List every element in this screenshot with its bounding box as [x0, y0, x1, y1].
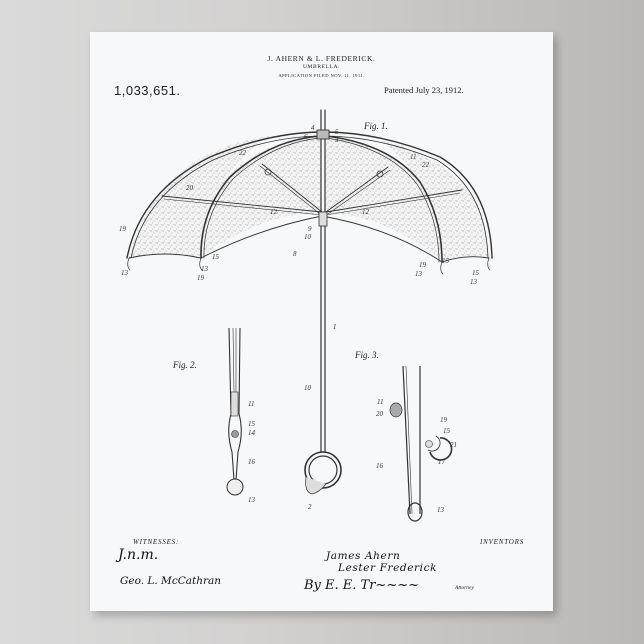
- fig2-label: Fig. 2.: [173, 360, 197, 370]
- witnesses-label: WITNESSES:: [133, 538, 179, 546]
- ref-numeral: 11: [377, 398, 383, 406]
- ref-numeral: 10: [304, 233, 311, 241]
- inventor-signature-1: James Ahern: [326, 550, 400, 562]
- ref-numeral: 21: [450, 441, 457, 449]
- patent-poster: J. AHERN & L. FREDERICK. UMBRELLA. APPLI…: [90, 32, 553, 611]
- fig1-label: Fig. 1.: [364, 121, 388, 131]
- inventors-label: INVENTORS: [480, 538, 524, 546]
- fig3-rib-connector-detail: [390, 366, 452, 521]
- ref-numeral: 13: [437, 506, 444, 514]
- ref-numeral: 14: [248, 429, 255, 437]
- fig3-label: Fig. 3.: [355, 350, 379, 360]
- ref-numeral: 15: [443, 427, 450, 435]
- ref-numeral: 13: [121, 269, 128, 277]
- witness-signature-1: J.n.m.: [118, 547, 158, 563]
- fig2-rib-tip-detail: [227, 328, 243, 495]
- ref-numeral: 22: [239, 149, 246, 157]
- ref-numeral: 11: [410, 153, 416, 161]
- ref-numeral: 19: [119, 225, 126, 233]
- ref-numeral: 12: [270, 208, 277, 216]
- ref-numeral: 15: [248, 420, 255, 428]
- attorney-label: Attorney: [455, 585, 474, 591]
- ref-numeral: 13: [415, 270, 422, 278]
- witness-signature-2: Geo. L. McCathran: [120, 575, 221, 587]
- attorney-signature: By E. E. Tr~~~~: [304, 578, 419, 593]
- ref-numeral: 10: [304, 384, 311, 392]
- umbrella-patent-drawing: [90, 32, 553, 611]
- ref-numeral: 19: [440, 416, 447, 424]
- ref-numeral: 20: [186, 184, 193, 192]
- ref-numeral: 16: [248, 458, 255, 466]
- ref-numeral: 4: [311, 124, 315, 132]
- ref-numeral: 15: [472, 269, 479, 277]
- ref-numeral: 8: [293, 250, 297, 258]
- ref-numeral: 13: [248, 496, 255, 504]
- ref-numeral: 1: [333, 323, 337, 331]
- ref-numeral: 6: [304, 133, 308, 141]
- ref-numeral: 19: [197, 274, 204, 282]
- ref-numeral: 5: [335, 128, 339, 136]
- ref-numeral: 11: [248, 400, 254, 408]
- ref-numeral: 3: [335, 136, 339, 144]
- ref-numeral: 2: [308, 503, 312, 511]
- ref-numeral: 13: [201, 265, 208, 273]
- inventor-signature-2: Lester Frederick: [338, 562, 437, 574]
- ref-numeral: 22: [422, 161, 429, 169]
- ref-numeral: 19: [419, 261, 426, 269]
- ref-numeral: 12: [362, 208, 369, 216]
- ref-numeral: 20: [376, 410, 383, 418]
- ref-numeral: 16: [376, 462, 383, 470]
- ref-numeral: 15: [212, 253, 219, 261]
- ref-numeral: 13: [470, 278, 477, 286]
- ref-numeral: 17: [438, 458, 445, 466]
- ref-numeral: 15: [442, 257, 449, 265]
- ref-numeral: 9: [308, 225, 312, 233]
